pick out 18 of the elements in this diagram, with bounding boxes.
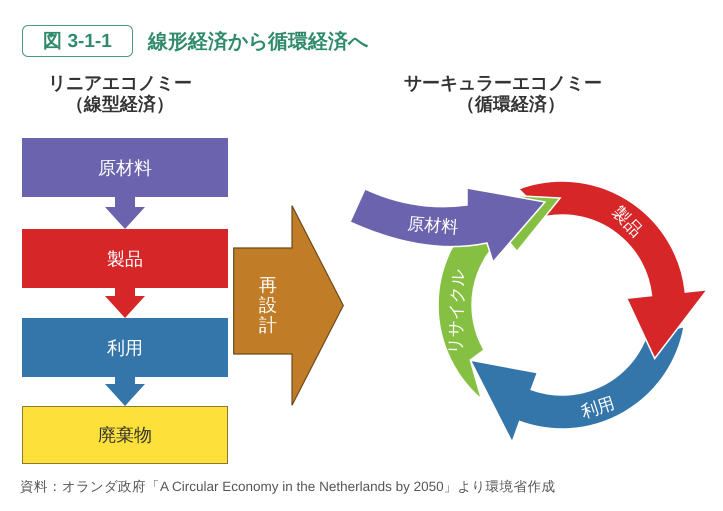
subheading: （線型経済） xyxy=(66,93,174,115)
arrow xyxy=(105,197,145,229)
process-box: 利用 xyxy=(22,318,228,377)
figure-number: 図 3-1-1 xyxy=(22,25,133,57)
block-arrow: 再設計 xyxy=(233,205,344,406)
arrow xyxy=(105,288,145,318)
cycle-segment: 原材料 xyxy=(349,187,546,263)
heading: サーキュラーエコノミー xyxy=(404,72,602,94)
heading: リニアエコノミー xyxy=(48,72,192,94)
process-box: 製品 xyxy=(22,229,228,288)
process-box: 原材料 xyxy=(22,138,228,197)
source-note: 資料：オランダ政府「A Circular Economy in the Netherlands by 2050」より環境省作成 xyxy=(20,478,556,496)
title: 線形経済から循環経済へ xyxy=(148,30,368,55)
cycle-segment: 利用 xyxy=(469,325,685,443)
cycle-segment: 製品 xyxy=(517,180,708,360)
arrow xyxy=(105,377,145,406)
subheading: （循環経済） xyxy=(457,93,565,115)
process-box: 廃棄物 xyxy=(22,406,228,464)
